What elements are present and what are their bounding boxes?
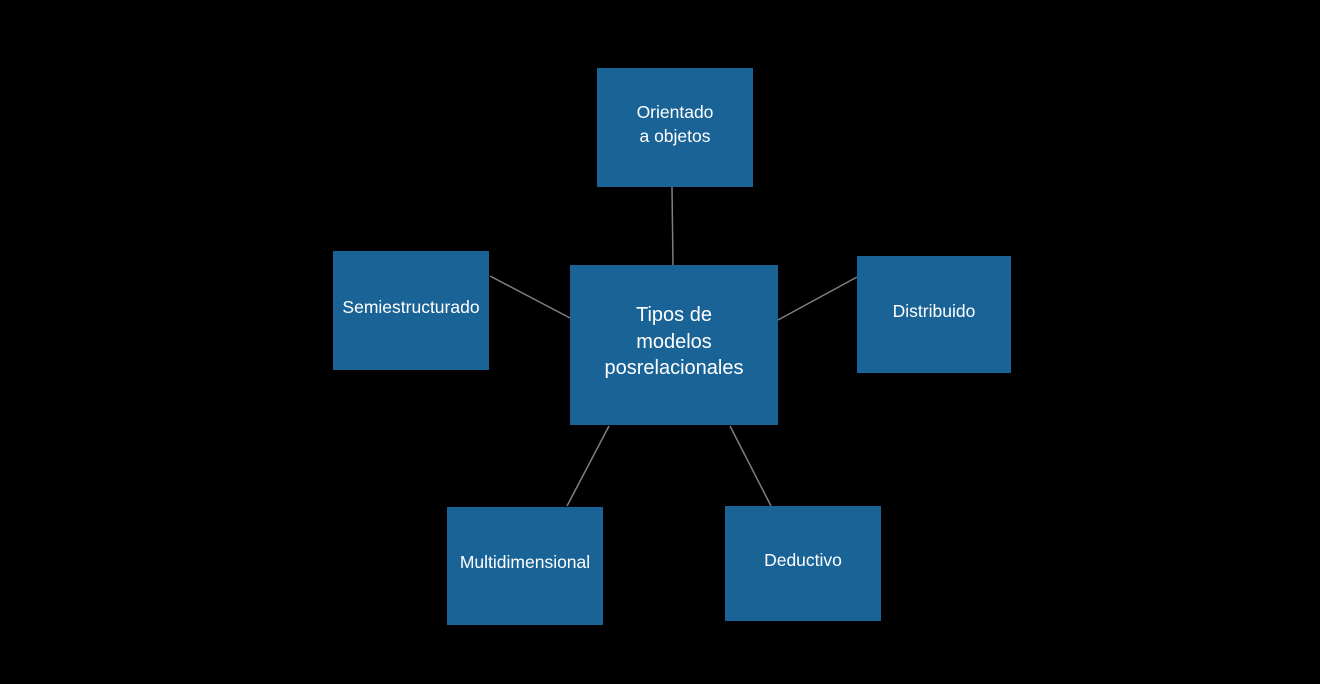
- node-distribuido: Distribuido: [857, 256, 1011, 373]
- connector-center-to-multidimensional: [566, 425, 610, 507]
- connector-center-to-orientado: [671, 186, 674, 266]
- node-multidimensional: Multidimensional: [447, 507, 603, 625]
- node-deductivo: Deductivo: [725, 506, 881, 621]
- node-center-tipos-de-modelos: Tipos de modelos posrelacionales: [570, 265, 778, 425]
- connector-center-to-distribuido: [777, 276, 858, 321]
- node-distribuido-label: Distribuido: [892, 300, 976, 321]
- node-semiestructurado: Semiestructurado: [333, 251, 489, 370]
- node-orientado-a-objetos: Orientado a objetos: [597, 68, 753, 187]
- connector-center-to-semiestructurado: [489, 275, 571, 319]
- node-multidimensional-label: Multidimensional: [459, 552, 591, 573]
- node-orientado-label: Orientado a objetos: [636, 102, 714, 146]
- node-center-label: Tipos de modelos posrelacionales: [604, 304, 744, 380]
- node-deductivo-label: Deductivo: [764, 549, 842, 570]
- connector-center-to-deductivo: [729, 425, 772, 507]
- node-semiestructurado-label: Semiestructurado: [342, 296, 480, 317]
